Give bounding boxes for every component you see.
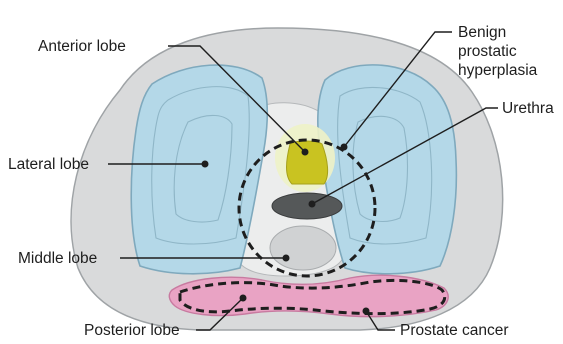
anterior-lobe bbox=[287, 141, 328, 184]
label-bph-line2: prostatic bbox=[458, 43, 517, 60]
prostate-cancer-leader-dot bbox=[363, 308, 370, 315]
label-urethra: Urethra bbox=[502, 100, 554, 117]
label-posterior-lobe: Posterior lobe bbox=[84, 322, 180, 339]
label-bph-line1: Benign bbox=[458, 24, 506, 41]
label-lateral-lobe: Lateral lobe bbox=[8, 156, 89, 173]
label-prostate-cancer: Prostate cancer bbox=[400, 322, 509, 339]
bph-leader-dot bbox=[341, 144, 348, 151]
urethra bbox=[272, 193, 342, 219]
lateral-lobe-leader-dot bbox=[202, 161, 209, 168]
posterior-lobe-leader-dot bbox=[240, 295, 247, 302]
urethra-leader-dot bbox=[309, 201, 316, 208]
right-lateral-lobe bbox=[318, 65, 457, 274]
label-bph-line3: hyperplasia bbox=[458, 62, 538, 79]
middle-lobe bbox=[270, 226, 336, 270]
label-middle-lobe: Middle lobe bbox=[18, 250, 97, 267]
anterior-lobe-leader-dot bbox=[302, 149, 309, 156]
label-anterior-lobe: Anterior lobe bbox=[38, 38, 126, 55]
middle-lobe-leader-dot bbox=[283, 255, 290, 262]
